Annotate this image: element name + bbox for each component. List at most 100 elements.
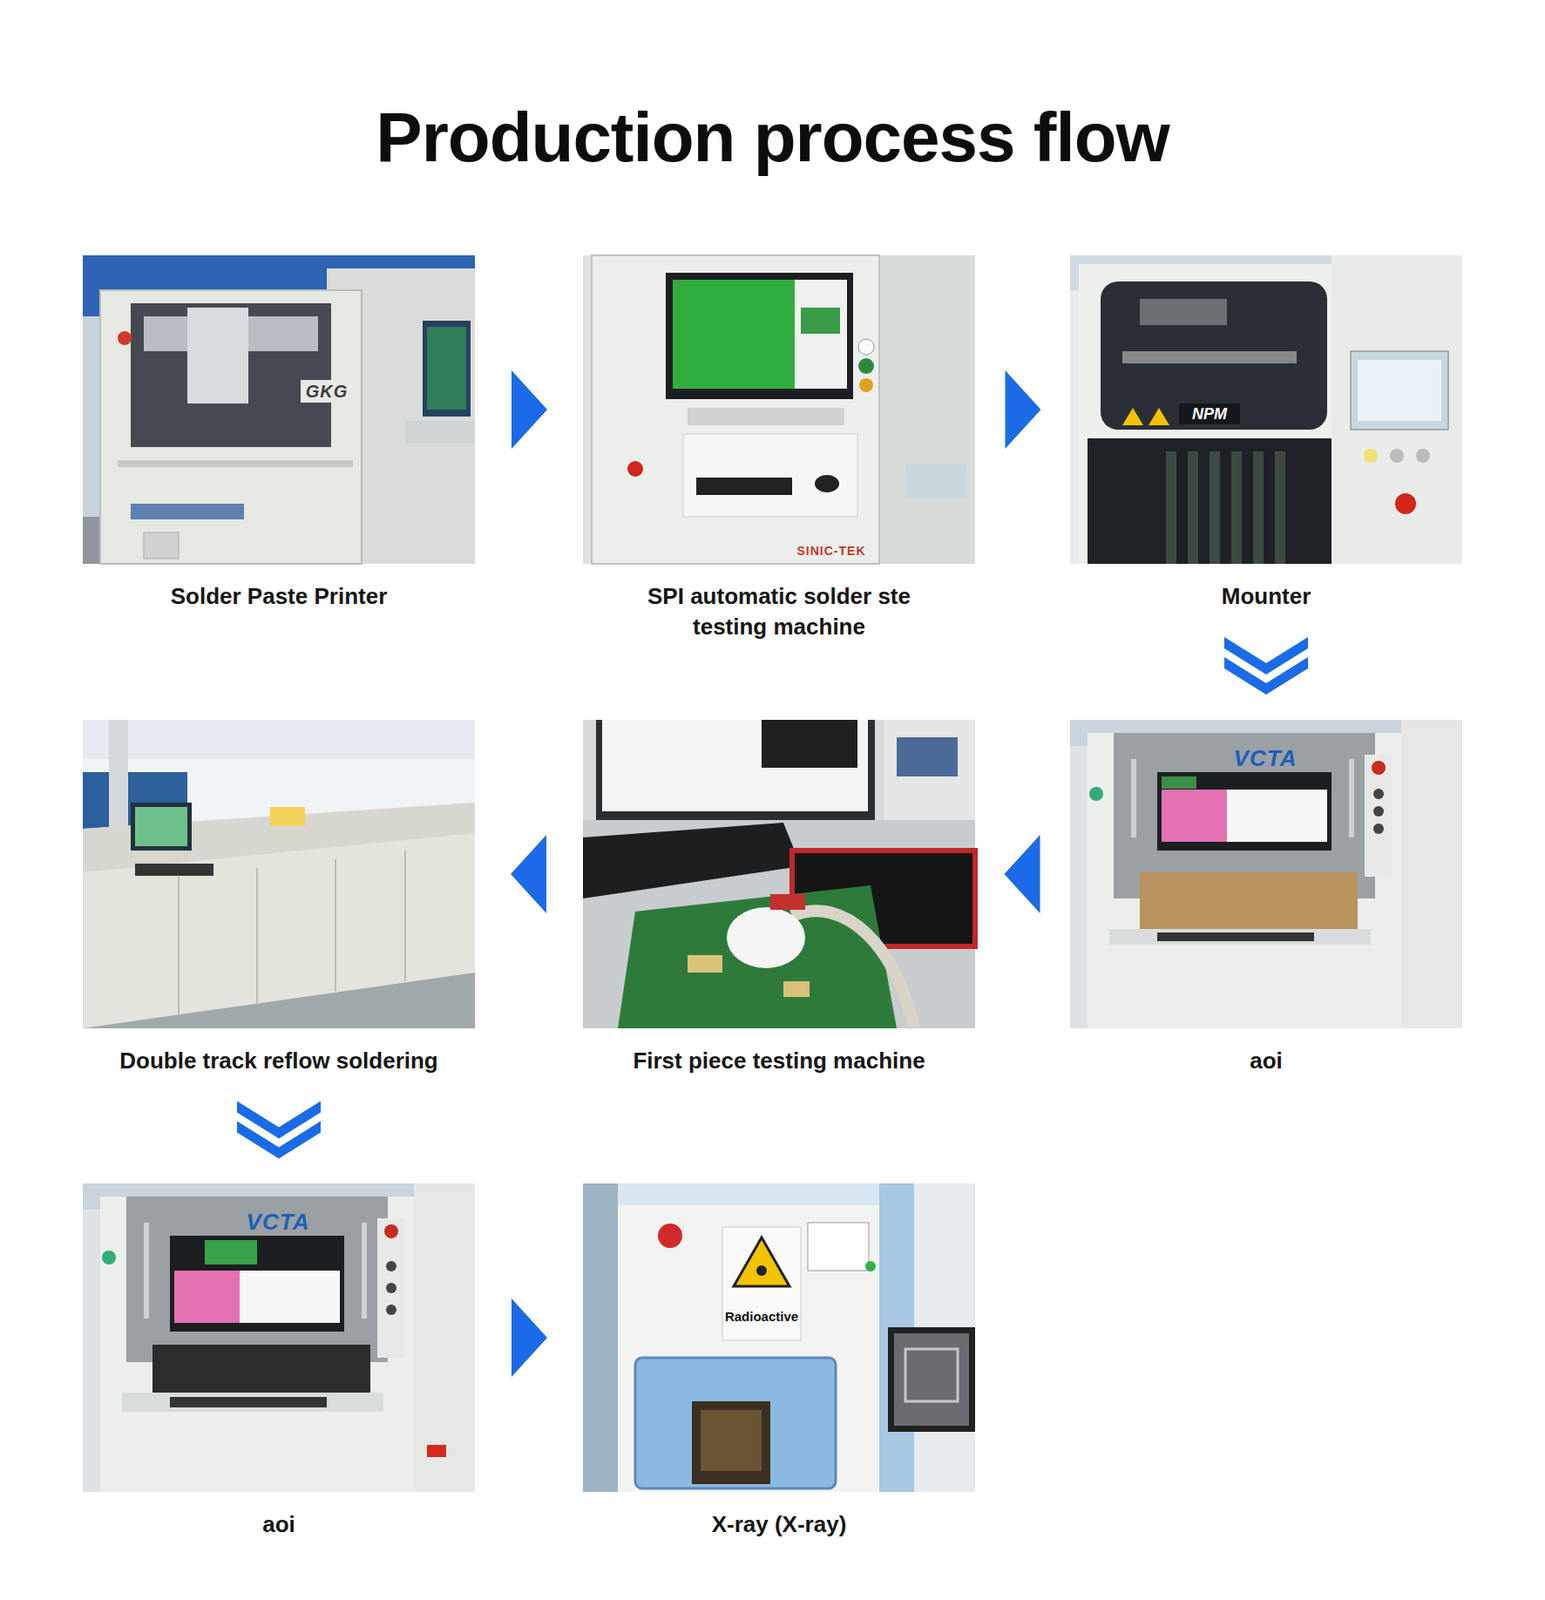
- photo-frame: [582, 1183, 976, 1492]
- step-caption: aoi: [1070, 1045, 1463, 1077]
- photo-detail: [126, 1196, 388, 1363]
- photo-detail: [1131, 758, 1137, 838]
- photo-detail: [687, 407, 845, 426]
- process-step: Solder Paste Printer: [82, 255, 475, 612]
- photo-detail: [1253, 451, 1264, 564]
- photo-detail: [1373, 788, 1384, 800]
- photo-detail: [894, 1333, 970, 1426]
- photo-frame: [1070, 255, 1463, 564]
- flow-arrow: [474, 409, 583, 411]
- photo-detail: [814, 474, 840, 493]
- photo-detail: [404, 850, 407, 982]
- photo-detail: [1109, 928, 1371, 945]
- photo-detail: [1161, 776, 1197, 789]
- photo-detail: [905, 1348, 958, 1402]
- photo-detail: [1087, 732, 1402, 1029]
- photo-detail: [386, 1282, 397, 1294]
- step-caption: Double track reflow soldering: [74, 1045, 484, 1077]
- photo-detail: [426, 1444, 447, 1457]
- photo-detail: [617, 885, 897, 1029]
- aoi-photo: [1070, 719, 1463, 1029]
- photo-detail: [426, 326, 467, 410]
- aoi-photo: [82, 1183, 475, 1492]
- photo-detail: [1070, 255, 1463, 564]
- step-caption: aoi: [82, 1509, 475, 1540]
- photo-detail: [174, 1270, 240, 1323]
- photo-frame: [82, 719, 475, 1029]
- photo-detail: [733, 1237, 790, 1287]
- photo-detail: [582, 822, 801, 899]
- process-step: First piece testing machine: [582, 719, 976, 1077]
- photo-detail: [683, 433, 858, 517]
- photo-detail: [130, 503, 244, 520]
- photo-detail: [761, 719, 858, 768]
- first-piece-photo: [582, 719, 976, 1029]
- photo-frame: [582, 255, 976, 564]
- photo-detail: [405, 420, 475, 444]
- process-step: Double track reflow soldering: [82, 719, 475, 1077]
- photo-detail: [100, 290, 362, 564]
- step-caption: Solder Paste Printer: [82, 581, 475, 612]
- photo-detail: [1364, 754, 1393, 877]
- photo-detail: [143, 532, 179, 559]
- machine-marking: SINIC-TEK: [797, 543, 867, 558]
- photo-detail: [617, 1183, 880, 1206]
- photo-detail: [1401, 719, 1463, 1029]
- photo-detail: [1161, 789, 1227, 842]
- machine-marking: Radioactive: [725, 1308, 799, 1324]
- photo-detail: [1157, 932, 1315, 942]
- photo-detail: [1070, 719, 1463, 1029]
- photo-detail: [204, 1240, 258, 1265]
- photo-detail: [1139, 298, 1227, 326]
- photo-detail: [1350, 351, 1449, 430]
- flow-arrow: [278, 1076, 280, 1184]
- process-step: Mounter: [1070, 255, 1463, 612]
- photo-detail: [117, 331, 132, 346]
- photo-detail: [1209, 451, 1220, 564]
- photo-detail: [1231, 451, 1242, 564]
- machine-marking: NPM: [1192, 405, 1227, 424]
- photo-detail: [627, 460, 644, 477]
- photo-detail: [300, 379, 353, 403]
- xray-photo: [582, 1183, 976, 1492]
- photo-detail: [582, 1183, 618, 1492]
- photo-detail: [100, 1196, 414, 1492]
- photo-detail: [152, 1344, 371, 1393]
- photo-detail: [82, 802, 475, 873]
- photo-detail: [1357, 359, 1442, 421]
- photo-detail: [101, 1250, 116, 1265]
- photo-detail: [783, 981, 810, 997]
- photo-detail: [377, 1218, 406, 1358]
- photo-detail: [1274, 451, 1286, 564]
- photo-detail: [756, 1265, 767, 1276]
- photo-detail: [896, 737, 958, 777]
- photo-detail: [582, 819, 976, 1029]
- photo-detail: [1179, 403, 1241, 425]
- photo-detail: [108, 719, 129, 834]
- photo-detail: [1371, 760, 1386, 775]
- step-caption: Mounter: [1070, 581, 1463, 612]
- photo-detail: [1331, 255, 1463, 564]
- photo-detail: [1395, 493, 1417, 515]
- process-step: SPI automatic solder ste testing machine: [582, 255, 976, 643]
- photo-detail: [1122, 407, 1144, 426]
- photo-detail: [1157, 772, 1332, 851]
- photo-detail: [130, 802, 192, 851]
- photo-detail: [256, 867, 258, 1003]
- machine-marking: VCTA: [1233, 745, 1298, 773]
- photo-detail: [905, 464, 967, 500]
- photo-detail: [1139, 872, 1358, 938]
- process-step: aoi: [1070, 719, 1463, 1077]
- photo-detail: [700, 1409, 762, 1471]
- photo-detail: [582, 1183, 976, 1492]
- photo-detail: [591, 255, 880, 564]
- step-caption: X-ray (X-ray): [582, 1509, 976, 1540]
- photo-detail: [1100, 281, 1328, 430]
- photo-detail: [859, 378, 874, 393]
- photo-detail: [858, 358, 875, 374]
- photo-detail: [270, 806, 305, 827]
- mounter-photo: [1070, 255, 1463, 564]
- photo-detail: [82, 255, 475, 564]
